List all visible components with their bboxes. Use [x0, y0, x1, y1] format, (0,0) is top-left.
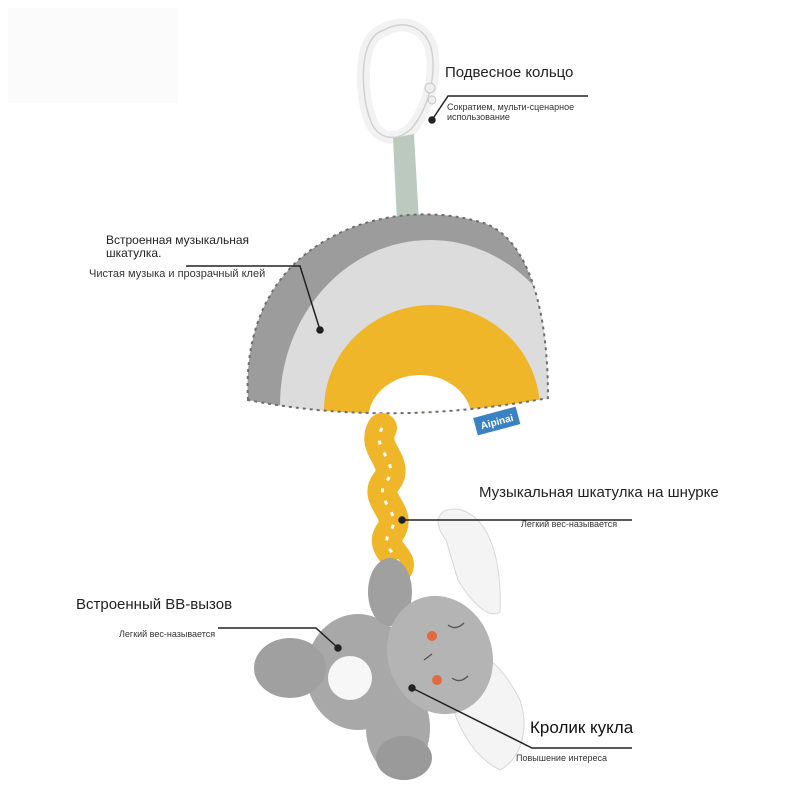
cord-title: Музыкальная шкатулка на шнурке — [479, 484, 719, 501]
ring-title: Подвесное кольцо — [445, 64, 574, 81]
bunny-doll — [254, 508, 525, 780]
bb-subtitle: Легкий вес-называется — [119, 629, 216, 639]
leader-ring — [431, 95, 588, 121]
ring-subtitle-line2: использование — [447, 112, 510, 122]
hanging-ring — [357, 18, 440, 144]
cord-subtitle: Легкий вес-называется — [521, 519, 618, 529]
leader-lines — [186, 95, 632, 749]
bb-title: Встроенный BB-вызов — [76, 596, 233, 613]
music-box-title-line1: Встроенная музыкальная — [106, 233, 250, 247]
corner-watermark — [8, 8, 178, 103]
leader-bunny — [411, 687, 632, 749]
music-box-title-line2: шкатулка. — [106, 246, 162, 260]
elastic-cord — [364, 413, 414, 583]
ring-subtitle-line1: Сократием, мульти-сценарное — [447, 102, 575, 112]
bunny-subtitle: Повышение интереса — [516, 753, 607, 763]
bunny-title: Кролик кукла — [530, 718, 634, 737]
brand-tag: Aipinai — [473, 406, 521, 436]
music-box-subtitle: Чистая музыка и прозрачный клей — [89, 268, 266, 280]
leader-bb — [218, 627, 339, 649]
rainbow-music-box — [247, 214, 548, 414]
leader-music-box — [186, 265, 321, 331]
